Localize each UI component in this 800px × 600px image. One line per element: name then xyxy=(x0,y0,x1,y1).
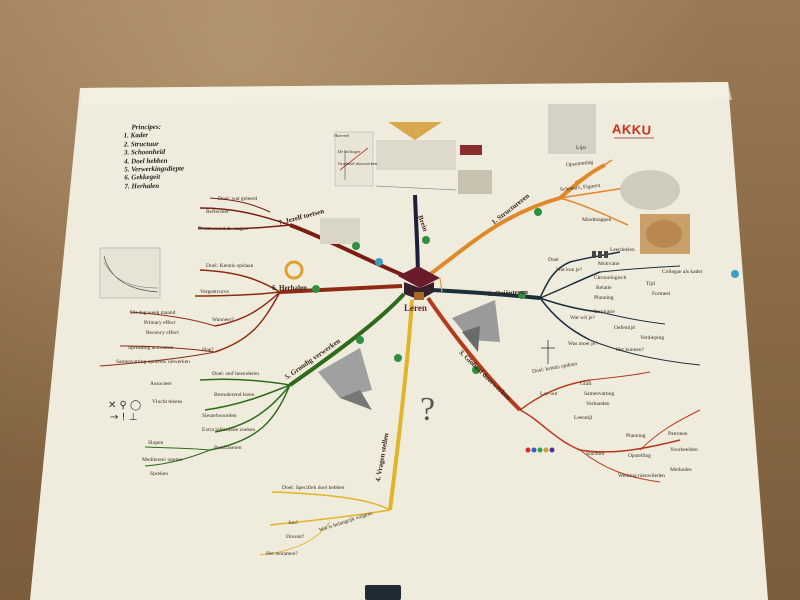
paper-sheet xyxy=(30,82,768,600)
node-label: De lat hoger xyxy=(338,149,361,154)
forgetting-curve-graph xyxy=(99,247,161,299)
svg-text:✕ ⚲ ◯: ✕ ⚲ ◯ xyxy=(108,400,141,411)
node-label: Voorbeelden xyxy=(670,447,698,453)
chalk-drawing xyxy=(548,104,596,154)
people-row-icon xyxy=(592,251,608,258)
center-label: Leren xyxy=(404,303,427,313)
node-label: Collegae als kader xyxy=(662,269,703,275)
node-label: Was moet je? xyxy=(568,341,598,347)
node-label: Werking nieuwlieden xyxy=(618,473,666,479)
brain-chart xyxy=(334,131,374,187)
node-label: Beantwoord de vragen xyxy=(198,226,248,232)
branch-title-herhalen: 6. Herhalen xyxy=(272,284,307,292)
node-label: Uit dag week maand xyxy=(130,310,176,316)
node-label: Planning xyxy=(594,295,614,301)
sketch-figures: ✕ ⚲ ◯ → ! ⊥ xyxy=(108,400,141,423)
node-label: Formeel xyxy=(652,291,671,297)
node-label: Mediteren/ opeten xyxy=(142,457,183,463)
branch-grondig xyxy=(288,292,406,387)
node-label: Parafraseren xyxy=(214,445,242,451)
node-label: Vergeetcurve xyxy=(200,289,229,295)
graduation-cap-icon xyxy=(398,266,443,300)
node-label: Hoe? xyxy=(202,347,214,353)
node-label: Sleutelwoorden xyxy=(202,413,237,419)
node-label: Gradueel doorwerken xyxy=(338,161,378,166)
branch-herhalen xyxy=(279,284,403,294)
colored-dots-icon xyxy=(525,447,555,453)
node-label: Stuctuur xyxy=(586,451,605,457)
node-label: Samenvatting opnieuw uitwerken xyxy=(116,359,190,365)
node-label: Docent? xyxy=(286,534,305,540)
node-label: Spreading activation xyxy=(128,345,174,351)
akku-logo: AKKU xyxy=(611,121,652,138)
node-label: Verdieping xyxy=(640,335,665,341)
node-label: Doel: wat geleerd xyxy=(218,196,258,202)
sync-icon xyxy=(375,258,739,278)
node-label: Relatie xyxy=(596,285,612,291)
funnel-icon-bottom xyxy=(318,348,372,410)
node-label: Samenvatting xyxy=(584,391,615,397)
node-label: Methodes xyxy=(670,467,692,473)
node-label: Doel: Specifiek doel hebben xyxy=(282,485,345,491)
node-label: Jou? xyxy=(288,520,299,526)
branch-globaal xyxy=(426,296,522,412)
node-label: Opstelling xyxy=(628,453,651,459)
node-label: Extra informatie zoeken xyxy=(202,427,256,433)
node-label: Wat wil je? xyxy=(570,315,595,321)
node-label: Tijd xyxy=(646,281,655,287)
node-label: Leerstijl xyxy=(574,415,593,421)
node-label: Recency effect xyxy=(146,330,179,336)
node-label: Chronologisch xyxy=(594,275,627,281)
node-label: Hoeveel xyxy=(334,133,349,138)
node-label: Associeer xyxy=(150,381,172,387)
node-label: Primary effect xyxy=(144,320,176,326)
node-label: Mindmappen xyxy=(582,217,612,223)
node-label: Wat kun je? xyxy=(556,267,583,273)
node-label: Spreken xyxy=(150,471,169,477)
brain-illustration xyxy=(620,170,680,210)
pyramid-diagram xyxy=(375,122,457,191)
principle-item: 7. Herhalen xyxy=(124,181,160,191)
svg-text:→ ! ⊥: → ! ⊥ xyxy=(110,412,137,423)
node-label: Planning xyxy=(626,433,646,439)
brain-anatomy-photo xyxy=(640,214,690,254)
branch-vragen xyxy=(388,299,414,511)
node-label: Lay-out xyxy=(540,391,558,397)
node-label: Leerdoelen xyxy=(610,247,635,253)
branch-toetsen xyxy=(289,223,411,280)
node-label: Grafi xyxy=(580,381,592,387)
node-label: Patronen xyxy=(668,431,688,437)
principles-list: Principes: 1. Kader 2. Structuur 3. Scho… xyxy=(121,122,185,191)
number-badges xyxy=(312,208,542,374)
logo-underline xyxy=(614,137,654,139)
node-label: Inspiratie xyxy=(594,309,615,315)
question-mark-icon: ? xyxy=(420,391,435,428)
node-label: Vlucht tekens xyxy=(152,399,183,405)
stick-figure-icon xyxy=(541,340,555,364)
node-label: Lijst xyxy=(576,145,587,151)
sketch-illustration xyxy=(320,218,360,244)
node-label: Doel xyxy=(548,257,559,263)
branch-orienteren xyxy=(431,288,541,300)
node-label: Bestuderend lezen xyxy=(214,392,255,398)
recycle-icon xyxy=(284,260,304,280)
node-label: Het kunnen? xyxy=(616,347,644,353)
node-label: Motivatie xyxy=(598,261,620,267)
dark-object-bottom xyxy=(365,585,401,600)
paper-highlight xyxy=(80,82,732,104)
node-label: Doel: Kennis opslaan xyxy=(206,263,254,269)
node-label: Het tentamen? xyxy=(266,551,298,557)
node-label: Doel: stof bestuderen xyxy=(212,371,260,377)
node-label: Oefentijd xyxy=(614,325,635,331)
node-label: Reflecteer xyxy=(206,209,229,215)
book-image xyxy=(458,145,492,194)
node-label: Verbanden xyxy=(586,401,610,407)
node-label: Slopen xyxy=(148,440,164,446)
funnel-icon-right xyxy=(452,300,500,352)
node-label: Wanneer? xyxy=(212,317,234,323)
